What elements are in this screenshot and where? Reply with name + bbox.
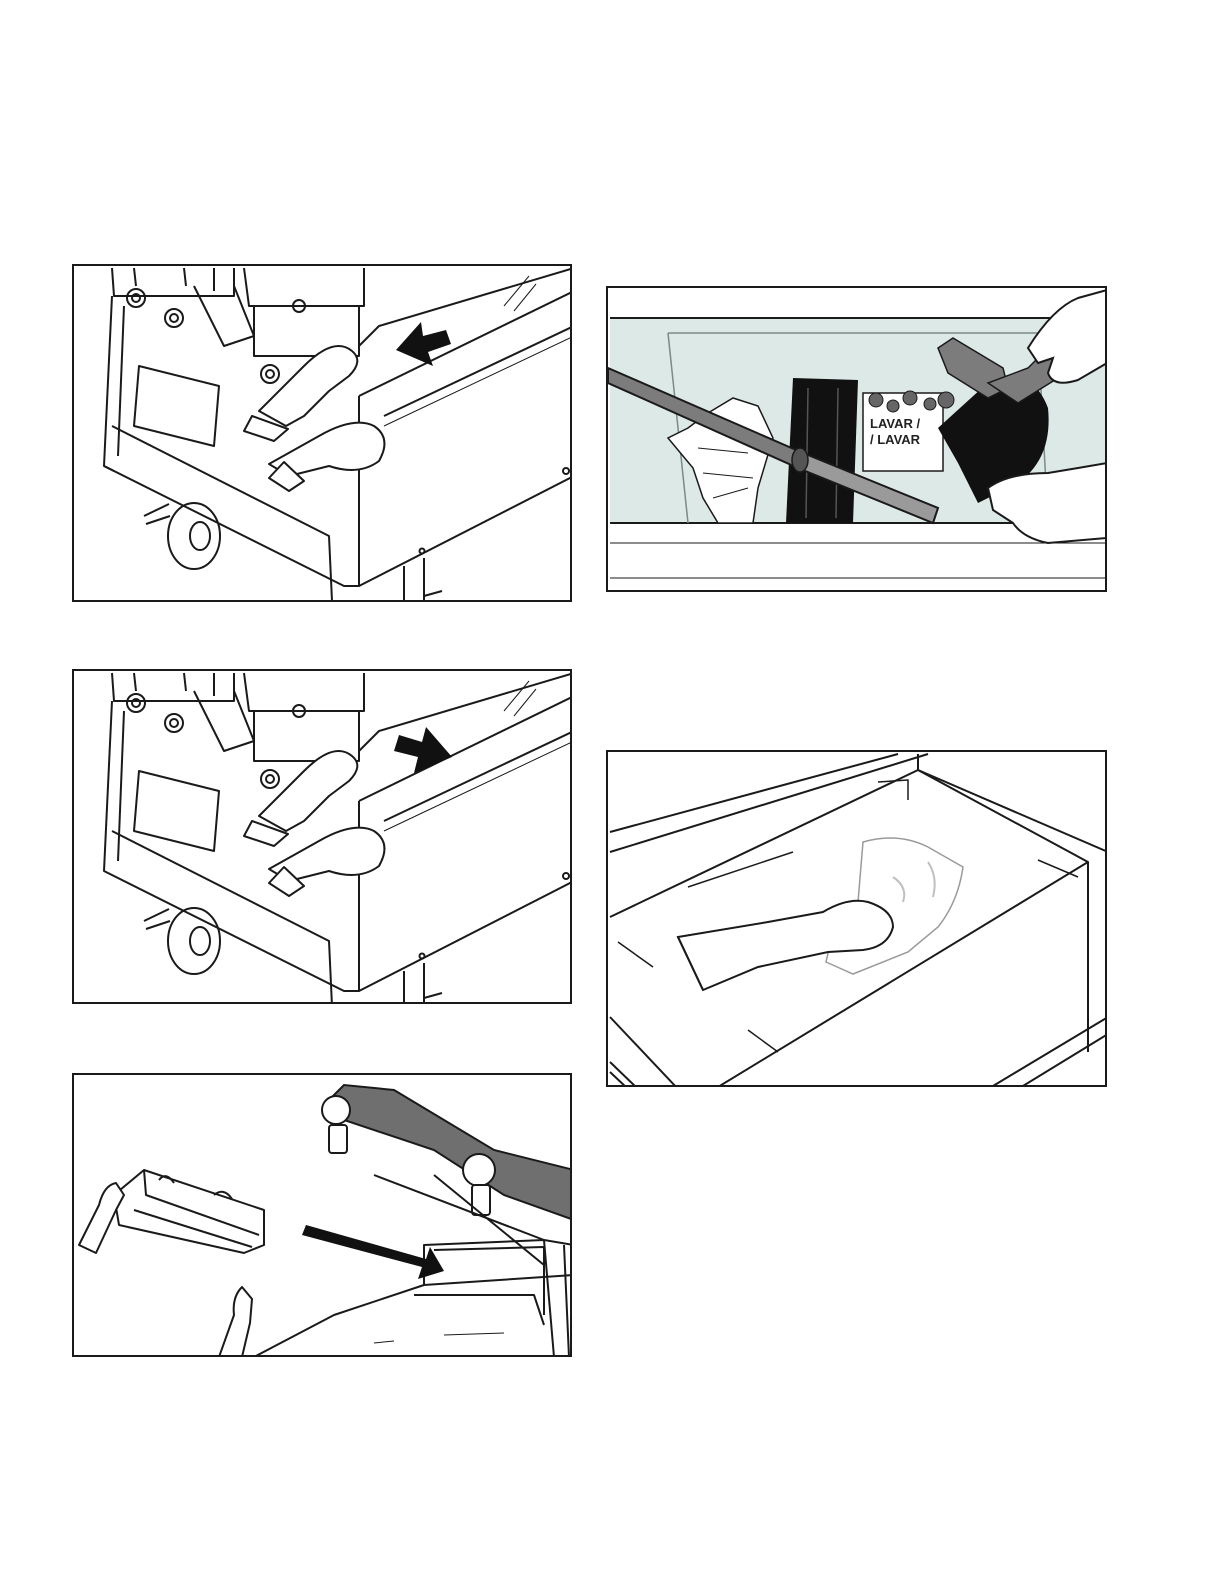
illustration-clean-vat-brush: LAVAR / / LAVAR <box>606 286 1107 592</box>
fryer-vat-illustration <box>608 752 1107 1087</box>
fryer-front-illustration <box>74 266 572 602</box>
direction-arrow-right <box>394 727 452 773</box>
direction-arrow-left <box>396 322 451 366</box>
illustration-push-panel-right <box>72 669 572 1004</box>
fryer-top-illustration <box>74 1075 572 1357</box>
illustration-push-panel-left <box>72 264 572 602</box>
fryer-front-illustration <box>74 671 572 1004</box>
direction-arrow-insert <box>302 1225 444 1279</box>
illustration-insert-rack <box>72 1073 572 1357</box>
sign-line-2: / LAVAR <box>870 432 921 447</box>
illustration-wipe-vat-cloth <box>606 750 1107 1087</box>
fryer-vat-illustration: LAVAR / / LAVAR <box>608 288 1107 592</box>
sign-line-1: LAVAR / <box>870 416 920 431</box>
